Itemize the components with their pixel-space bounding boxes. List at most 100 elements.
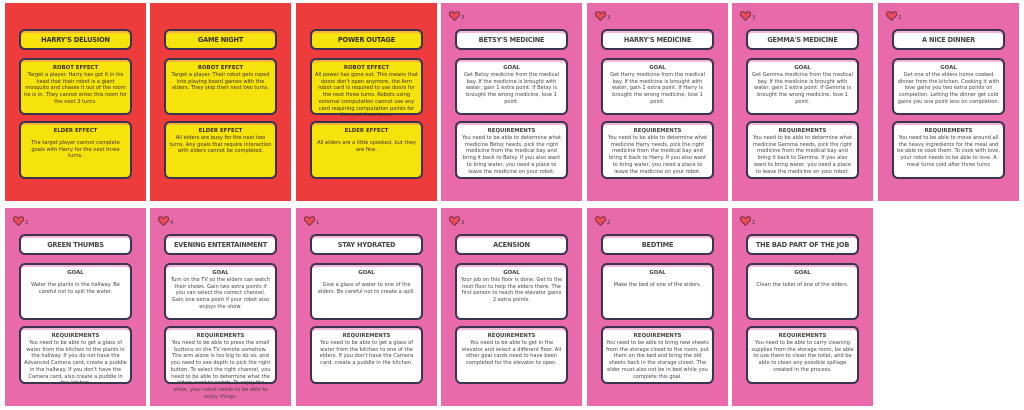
heart-icon xyxy=(886,11,897,21)
panel-text: Get Betsy medicine from the medical bay.… xyxy=(463,72,560,105)
panel-label: REQUIREMENTS xyxy=(778,333,827,339)
panel-label: REQUIREMENTS xyxy=(924,128,973,134)
points-badge: 1 xyxy=(304,216,319,226)
elder-effect-panel: ELDER EFFECT All elders are a little spoo… xyxy=(310,121,423,179)
panel-text: You need to be able to move around all t… xyxy=(897,135,1000,168)
panel-text: Get Gemma medicine from the medical bay.… xyxy=(752,72,853,105)
panel-label: GOAL xyxy=(649,270,666,276)
panel-label: GOAL xyxy=(503,65,520,71)
card-title: GAME NIGHT xyxy=(164,29,277,50)
panel-text: Clean the toilet of one of the elders. xyxy=(756,282,849,288)
panel-text: The target player cannot complete goals … xyxy=(31,140,120,160)
points-badge: 2 xyxy=(886,11,901,21)
points-badge: 3 xyxy=(449,216,464,226)
panel-label: REQUIREMENTS xyxy=(487,333,536,339)
card-title: GREEN THUMBS xyxy=(19,234,132,255)
heart-icon xyxy=(13,216,24,226)
panel-text: Target a player. Their robot gets roped … xyxy=(171,72,270,92)
panel-label: GOAL xyxy=(794,65,811,71)
points-badge: 2 xyxy=(740,216,755,226)
points-value: 4 xyxy=(170,219,174,226)
panel-label: REQUIREMENTS xyxy=(342,333,391,339)
card-title: POWER OUTAGE xyxy=(310,29,423,50)
panel-text: You need to be able to carry cleaning su… xyxy=(751,340,854,373)
panel-text: All elders are a little spooked, but the… xyxy=(317,140,416,153)
panel-text: Give a glass of water to one of the elde… xyxy=(317,282,416,295)
panel-label: ROBOT EFFECT xyxy=(343,65,390,71)
panel-label: GOAL xyxy=(358,270,375,276)
panel-text: Get one of the elders home cooked dinner… xyxy=(897,72,1000,105)
points-value: 2 xyxy=(607,219,611,226)
card-title: THE BAD PART OF THE JOB xyxy=(746,234,859,255)
heart-icon xyxy=(449,11,460,21)
heart-icon xyxy=(158,216,169,226)
heart-icon xyxy=(740,11,751,21)
panel-label: REQUIREMENTS xyxy=(778,128,827,134)
panel-text: Water the plants in the hallway. Be care… xyxy=(31,282,120,295)
points-value: 2 xyxy=(25,219,29,226)
points-badge: 3 xyxy=(449,11,464,21)
panel-text: Make the bed of one of the elders. xyxy=(613,282,702,288)
panel-label: ELDER EFFECT xyxy=(344,128,389,134)
panel-label: REQUIREMENTS xyxy=(51,333,100,339)
heart-icon xyxy=(304,216,315,226)
panel-label: REQUIREMENTS xyxy=(196,333,245,339)
panel-text: You need to be able to get a glass of wa… xyxy=(24,340,127,387)
card-title: BEDTIME xyxy=(601,234,714,255)
points-value: 3 xyxy=(752,14,756,21)
card-title: EVENING ENTERTAINMENT xyxy=(164,234,277,255)
points-value: 1 xyxy=(316,219,320,226)
points-value: 3 xyxy=(607,14,611,21)
points-badge: 2 xyxy=(13,216,28,226)
panel-text: You need to be able to determine what me… xyxy=(461,135,562,175)
panel-label: ROBOT EFFECT xyxy=(52,65,99,71)
card-title: HARRY'S DELUSION xyxy=(19,29,132,50)
panel-label: GOAL xyxy=(940,65,957,71)
panel-label: GOAL xyxy=(649,65,666,71)
panel-text: You need to be able to get in the elevat… xyxy=(461,340,562,367)
points-badge: 2 xyxy=(595,216,610,226)
heart-icon xyxy=(740,216,751,226)
heart-icon xyxy=(595,11,606,21)
goal-panel: GOAL Give a glass of water to one of the … xyxy=(310,263,423,320)
card-title: BETSY'S MEDICINE xyxy=(455,29,568,50)
points-value: 2 xyxy=(898,14,902,21)
panel-label: REQUIREMENTS xyxy=(633,333,682,339)
panel-text: Get Harry medicine from the medical bay.… xyxy=(610,72,705,105)
panel-label: REQUIREMENTS xyxy=(633,128,682,134)
panel-text: All elders are busy for the next two tur… xyxy=(169,135,272,155)
panel-text: All power has gone out. This means that … xyxy=(315,72,418,119)
panel-label: ROBOT EFFECT xyxy=(197,65,244,71)
heart-icon xyxy=(595,216,606,226)
panel-text: You need to be able to press the small b… xyxy=(170,340,271,400)
panel-label: ELDER EFFECT xyxy=(198,128,243,134)
points-badge: 3 xyxy=(595,11,610,21)
panel-text: Target a player. Harry has got it in his… xyxy=(24,72,127,105)
